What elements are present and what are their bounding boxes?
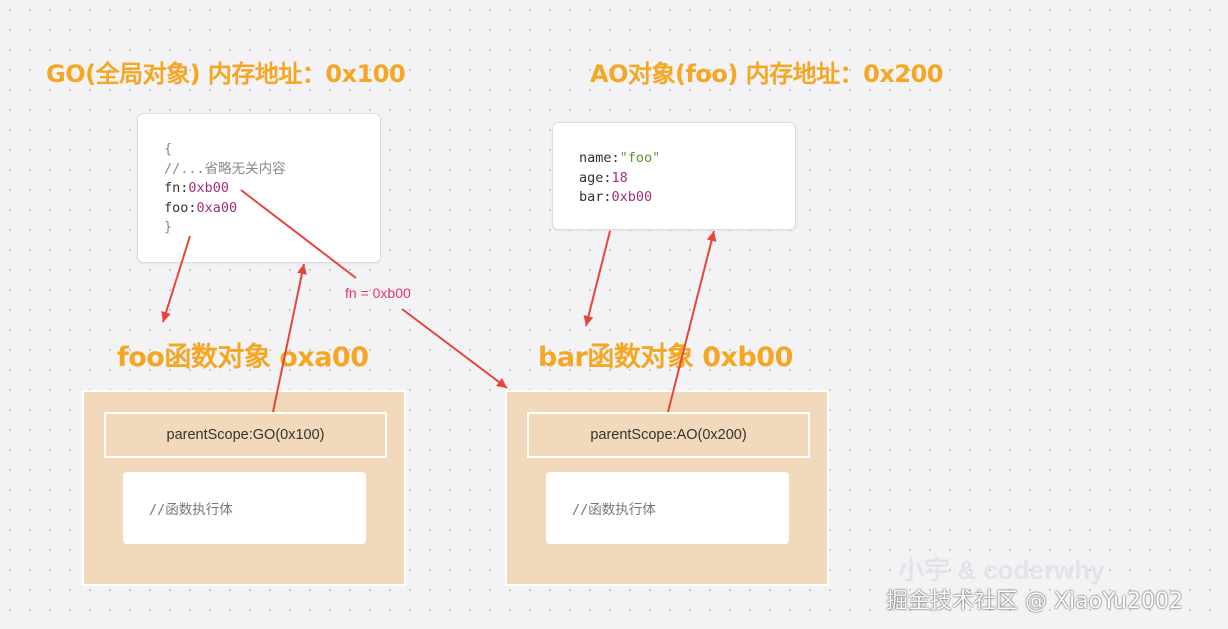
- arrow-go-fn-to-bar-object-b: [401, 308, 508, 389]
- go-title: GO(全局对象) 内存地址：0x100: [46, 60, 406, 88]
- go-close-brace: }: [164, 219, 173, 235]
- go-foo-entry: foo:0xa00: [164, 199, 380, 219]
- bar-function-object-title: bar函数对象 0xb00: [538, 342, 793, 373]
- go-fn-entry: fn:0xb00: [164, 179, 380, 199]
- go-fn-key: fn:: [164, 180, 189, 196]
- ao-title: AO对象(foo) 内存地址：0x200: [590, 60, 943, 88]
- ao-bar-key: bar:: [579, 189, 612, 205]
- arrow-ao-bar-to-bar-object: [583, 230, 611, 327]
- bar-parent-scope: parentScope:AO(0x200): [527, 412, 810, 458]
- ao-bar-value: 0xb00: [611, 189, 653, 205]
- ao-age-value: 18: [611, 169, 628, 186]
- ao-memory-card: name:"foo" age:18 bar:0xb00: [552, 122, 796, 230]
- arrow-go-fn-to-bar-object-a: [240, 189, 357, 279]
- go-foo-value: 0xa00: [196, 199, 238, 216]
- site-watermark: 掘金技术社区 @ XiaoYu2002: [886, 589, 1183, 614]
- author-watermark-faint: 小宇 & coderwhy: [898, 555, 1105, 585]
- arrow-foo-scope-to-go: [272, 263, 307, 413]
- bar-function-object: parentScope:AO(0x200) //函数执行体: [505, 390, 829, 586]
- go-open-brace: {: [164, 141, 173, 157]
- go-memory-card: { //...省略无关内容 fn:0xb00 foo:0xa00 }: [137, 113, 381, 263]
- ao-bar-entry: bar:0xb00: [579, 188, 795, 208]
- go-fn-value: 0xb00: [188, 180, 230, 196]
- arrow-bar-scope-to-ao: [667, 230, 717, 413]
- foo-function-object-title: foo函数对象 oxa00: [117, 342, 369, 373]
- arrow-go-foo-to-foo-object: [161, 235, 191, 323]
- fn-assignment-label: fn = 0xb00: [345, 285, 411, 301]
- go-foo-key: foo:: [164, 199, 197, 216]
- foo-function-object: parentScope:GO(0x100) //函数执行体: [82, 390, 406, 586]
- ao-name-key: name:: [579, 150, 620, 166]
- foo-parent-scope: parentScope:GO(0x100): [104, 412, 387, 458]
- ao-name-entry: name:"foo": [579, 149, 795, 169]
- go-comment: //...省略无关内容: [164, 160, 286, 177]
- foo-function-body: //函数执行体: [123, 472, 366, 544]
- ao-name-value: "foo": [619, 150, 661, 166]
- ao-age-entry: age:18: [579, 169, 795, 189]
- ao-age-key: age:: [579, 169, 612, 186]
- bar-function-body: //函数执行体: [546, 472, 789, 544]
